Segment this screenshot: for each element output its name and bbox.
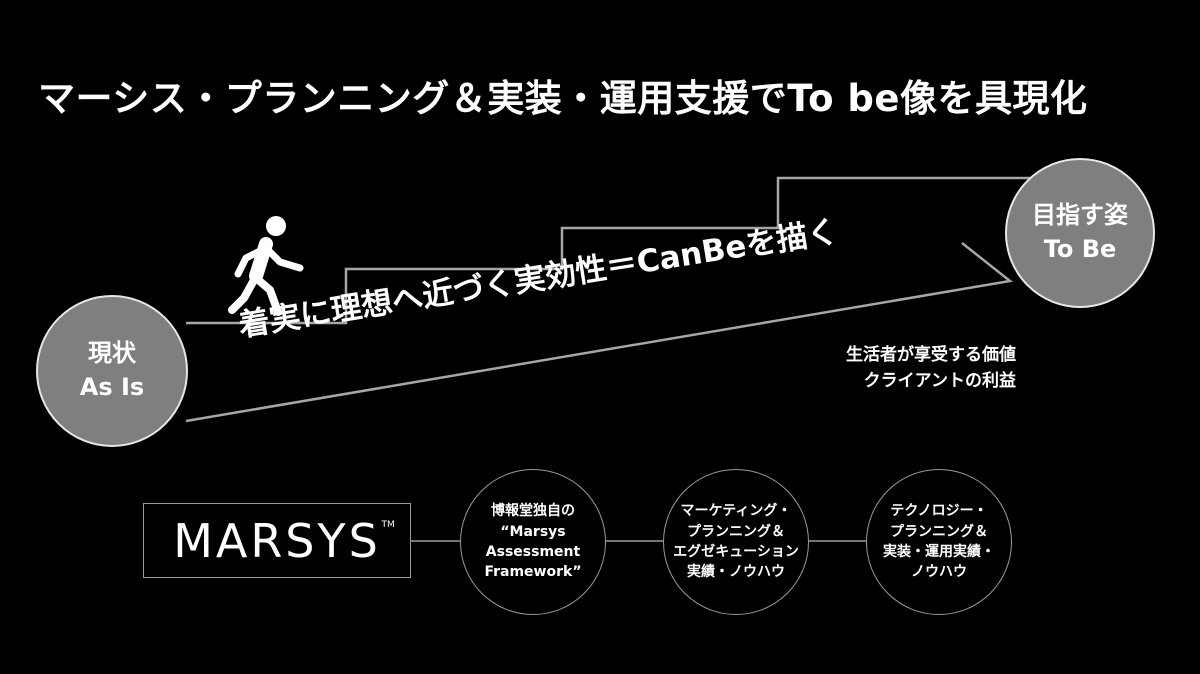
- to-be-label-en: To Be: [1043, 235, 1117, 263]
- marsys-logo: MARSYS TM: [173, 513, 395, 568]
- trademark-mark: TM: [381, 519, 395, 530]
- to-be-label-jp: 目指す姿: [1032, 201, 1128, 230]
- capability-marketing: マーケティング・ プランニング＆ エグゼキューション 実績・ノウハウ: [663, 469, 809, 615]
- as-is-node: 現状 As Is: [36, 295, 188, 447]
- capability-assessment-framework: 博報堂独自の “Marsys Assessment Framework”: [460, 469, 606, 615]
- capability-text: 博報堂独自の “Marsys Assessment Framework”: [484, 503, 582, 581]
- trajectory-arrow: [185, 242, 1013, 423]
- to-be-node: 目指す姿 To Be: [1005, 158, 1155, 308]
- capability-text: テクノロジー・ プランニング＆ 実装・運用実績・ ノウハウ: [883, 503, 995, 581]
- staircase-line: [186, 176, 1038, 325]
- marsys-logo-box: MARSYS TM: [143, 503, 411, 578]
- benefits: 生活者が享受する価値 クライアントの利益: [760, 343, 1016, 394]
- page-title: マーシス・プランニング＆実装・運用支援でTo be像を具現化: [38, 77, 1088, 120]
- as-is-label-jp: 現状: [88, 339, 136, 368]
- person-walking-icon: [228, 216, 304, 316]
- marsys-logo-text: MARSYS: [173, 513, 381, 568]
- capability-technology: テクノロジー・ プランニング＆ 実装・運用実績・ ノウハウ: [866, 469, 1012, 615]
- benefit-consumer: 生活者が享受する価値: [846, 345, 1016, 365]
- benefit-client: クライアントの利益: [863, 370, 1016, 391]
- as-is-label-en: As Is: [79, 373, 145, 401]
- capability-text: マーケティング・ プランニング＆ エグゼキューション 実績・ノウハウ: [673, 503, 799, 581]
